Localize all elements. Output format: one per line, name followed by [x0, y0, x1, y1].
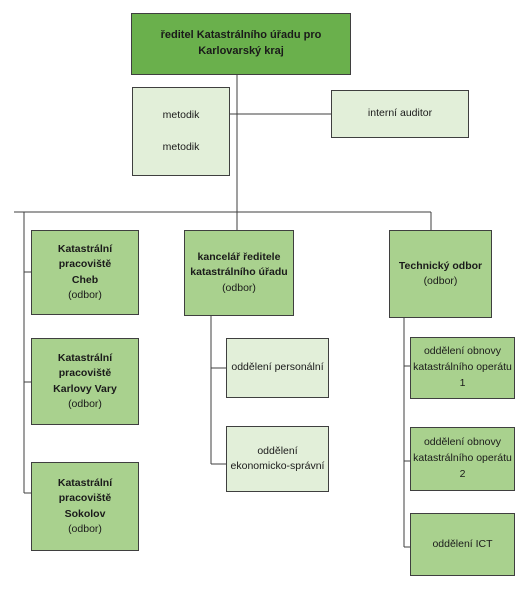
branch-sokolov-line3: (odbor): [68, 522, 102, 535]
methodologist-box: metodik metodik: [132, 87, 230, 176]
branch-cheb-line3: (odbor): [68, 288, 102, 301]
economic-department-box: oddělení ekonomicko-správní: [226, 426, 329, 492]
cadastre-renewal-2-line2: katastrálního operátu: [413, 452, 512, 465]
director-office-line1: kancelář ředitele: [197, 251, 281, 264]
director-label: ředitel Katastrálního úřadu pro Karlovar…: [160, 29, 322, 57]
methodologist-1-label: metodik: [162, 109, 200, 122]
director-office-line3: (odbor): [222, 281, 256, 294]
branch-cheb-line1: Katastrální pracoviště: [57, 243, 113, 271]
economic-department-line2: ekonomicko-správní: [230, 460, 325, 472]
internal-auditor-box: interní auditor: [331, 90, 469, 138]
methodologist-2-label: metodik: [162, 140, 200, 153]
cadastre-renewal-2-box: oddělení obnovy katastrálního operátu 2: [410, 427, 515, 491]
director-box: ředitel Katastrálního úřadu pro Karlovar…: [131, 13, 351, 75]
branch-cheb-box: Katastrální pracoviště Cheb (odbor): [31, 230, 139, 315]
ict-department-label: oddělení ICT: [432, 537, 493, 550]
branch-karlovy-vary-line3: (odbor): [68, 397, 102, 410]
branch-sokolov-line1: Katastrální pracoviště: [57, 477, 113, 505]
branch-karlovy-vary-line1: Katastrální pracoviště: [57, 352, 113, 380]
director-office-line2: katastrálního úřadu: [190, 266, 288, 279]
personnel-department-box: oddělení personální: [226, 338, 329, 398]
personnel-department-label: oddělení personální: [231, 361, 324, 374]
branch-sokolov-box: Katastrální pracoviště Sokolov (odbor): [31, 462, 139, 551]
director-office-box: kancelář ředitele katastrálního úřadu (o…: [184, 230, 294, 316]
branch-cheb-line2: Cheb: [71, 273, 99, 286]
cadastre-renewal-1-box: oddělení obnovy katastrálního operátu 1: [410, 337, 515, 399]
technical-department-box: Technický odbor (odbor): [389, 230, 492, 318]
technical-department-line2: (odbor): [423, 275, 458, 287]
cadastre-renewal-2-line1: oddělení obnovy: [423, 436, 502, 449]
economic-department-line1: oddělení: [257, 444, 298, 457]
ict-department-box: oddělení ICT: [410, 513, 515, 576]
cadastre-renewal-1-line3: 1: [459, 376, 466, 389]
cadastre-renewal-1-line1: oddělení obnovy: [423, 345, 502, 358]
cadastre-renewal-2-line3: 2: [459, 467, 466, 480]
branch-karlovy-vary-line2: Karlovy Vary: [53, 382, 117, 395]
internal-auditor-label: interní auditor: [367, 107, 433, 120]
branch-sokolov-line2: Sokolov: [64, 507, 106, 520]
technical-department-line1: Technický odbor: [398, 259, 483, 272]
cadastre-renewal-1-line2: katastrálního operátu: [413, 361, 512, 374]
branch-karlovy-vary-box: Katastrální pracoviště Karlovy Vary (odb…: [31, 338, 139, 425]
